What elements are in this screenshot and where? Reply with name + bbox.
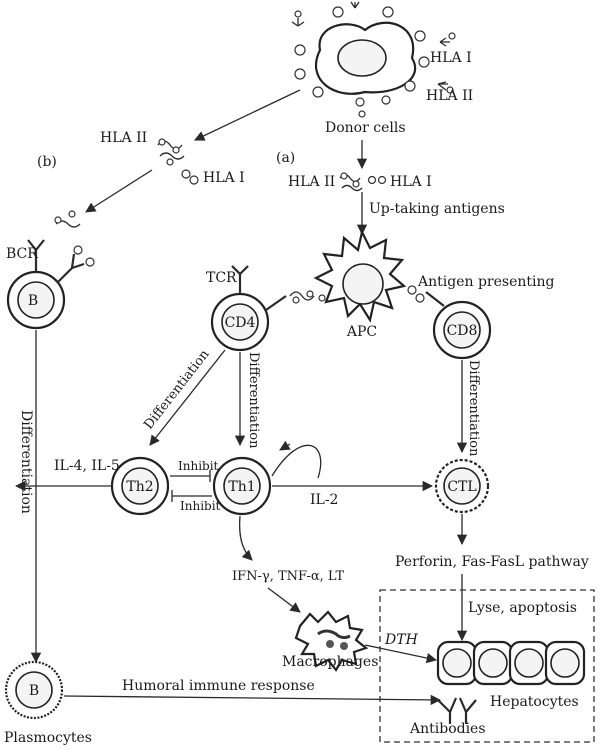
label-diff-b: Differentiation	[18, 410, 34, 514]
donor-cell	[291, 1, 456, 118]
label-panel-a: (a)	[276, 150, 295, 166]
label-ifn: IFN-γ, TNF-α, LT	[232, 569, 344, 584]
label-hla-ii-top: HLA II	[426, 88, 473, 104]
label-ctl: CTL	[447, 479, 476, 495]
label-dth: DTH	[384, 632, 419, 648]
label-plasma-b: B	[29, 683, 39, 699]
hla-cluster-left	[157, 138, 199, 185]
cd4-cell	[210, 265, 326, 352]
b-cell	[6, 210, 95, 330]
label-hla-i-left: HLA I	[203, 170, 245, 186]
label-antigen-presenting: Antigen presenting	[417, 274, 554, 290]
arrow-dth	[364, 644, 438, 664]
label-th2: Th2	[126, 479, 153, 495]
arrow-cd4-to-th2	[149, 349, 226, 446]
label-cd8: CD8	[447, 323, 478, 339]
ctl-cell	[434, 458, 490, 514]
label-bcr: BCR	[6, 246, 38, 262]
label-panel-b: (b)	[37, 154, 57, 170]
label-hla-ii-mid: HLA II	[288, 174, 335, 190]
label-apc: APC	[346, 324, 377, 340]
arrow-humoral	[63, 694, 442, 706]
cd8-cell	[407, 285, 492, 360]
label-tcr: TCR	[206, 270, 237, 286]
label-diff-cd4-left: Differentiation	[141, 347, 213, 433]
liver-dashed-box	[379, 589, 595, 743]
plasmocyte-cell	[4, 660, 64, 720]
antibodies	[437, 697, 477, 724]
label-lyse: Lyse, apoptosis	[468, 600, 577, 616]
label-plasmocytes: Plasmocytes	[4, 730, 92, 746]
label-antibodies: Antibodies	[409, 721, 486, 737]
label-humoral: Humoral immune response	[122, 678, 315, 694]
th2-cell	[110, 456, 170, 516]
label-diff-cd4-down: Differentiation	[246, 352, 261, 449]
arrow-ifn-to-macrophages	[267, 587, 301, 613]
hla-cluster-mid	[339, 172, 387, 192]
label-hla-i-mid: HLA I	[390, 174, 432, 190]
label-donor-cells: Donor cells	[325, 120, 406, 136]
label-perforin: Perforin, Fas-FasL pathway	[395, 554, 589, 570]
label-inhibit-bottom: Inhibit	[180, 499, 221, 513]
arrow-th1-to-ifn	[238, 515, 253, 561]
arrow-donor-to-left-hla	[194, 89, 301, 141]
label-diff-cd8: Differentiation	[466, 360, 481, 457]
label-il45: IL-4, IL-5	[54, 458, 120, 474]
label-hepatocytes: Hepatocytes	[490, 694, 579, 710]
label-hla-i-top: HLA I	[430, 50, 472, 66]
apc-cell	[313, 228, 407, 323]
arrow-hla-to-bcell	[85, 169, 153, 213]
macrophage	[294, 610, 369, 672]
label-th1: Th1	[228, 479, 255, 495]
label-macrophages: Macrophages	[282, 654, 378, 670]
label-uptaking: Up-taking antigens	[369, 201, 505, 217]
label-il2: IL-2	[310, 492, 338, 508]
label-hla-ii-left: HLA II	[100, 130, 147, 146]
hla-molecules-donor	[291, 1, 456, 118]
th1-cell	[212, 456, 272, 516]
label-inhibit-top: Inhibit	[178, 459, 219, 473]
th1-autocrine-loop	[271, 444, 322, 479]
hepatocytes	[436, 640, 586, 686]
label-cd4: CD4	[225, 315, 256, 331]
label-b-cell: B	[28, 293, 38, 309]
inhibit-links	[170, 470, 212, 502]
